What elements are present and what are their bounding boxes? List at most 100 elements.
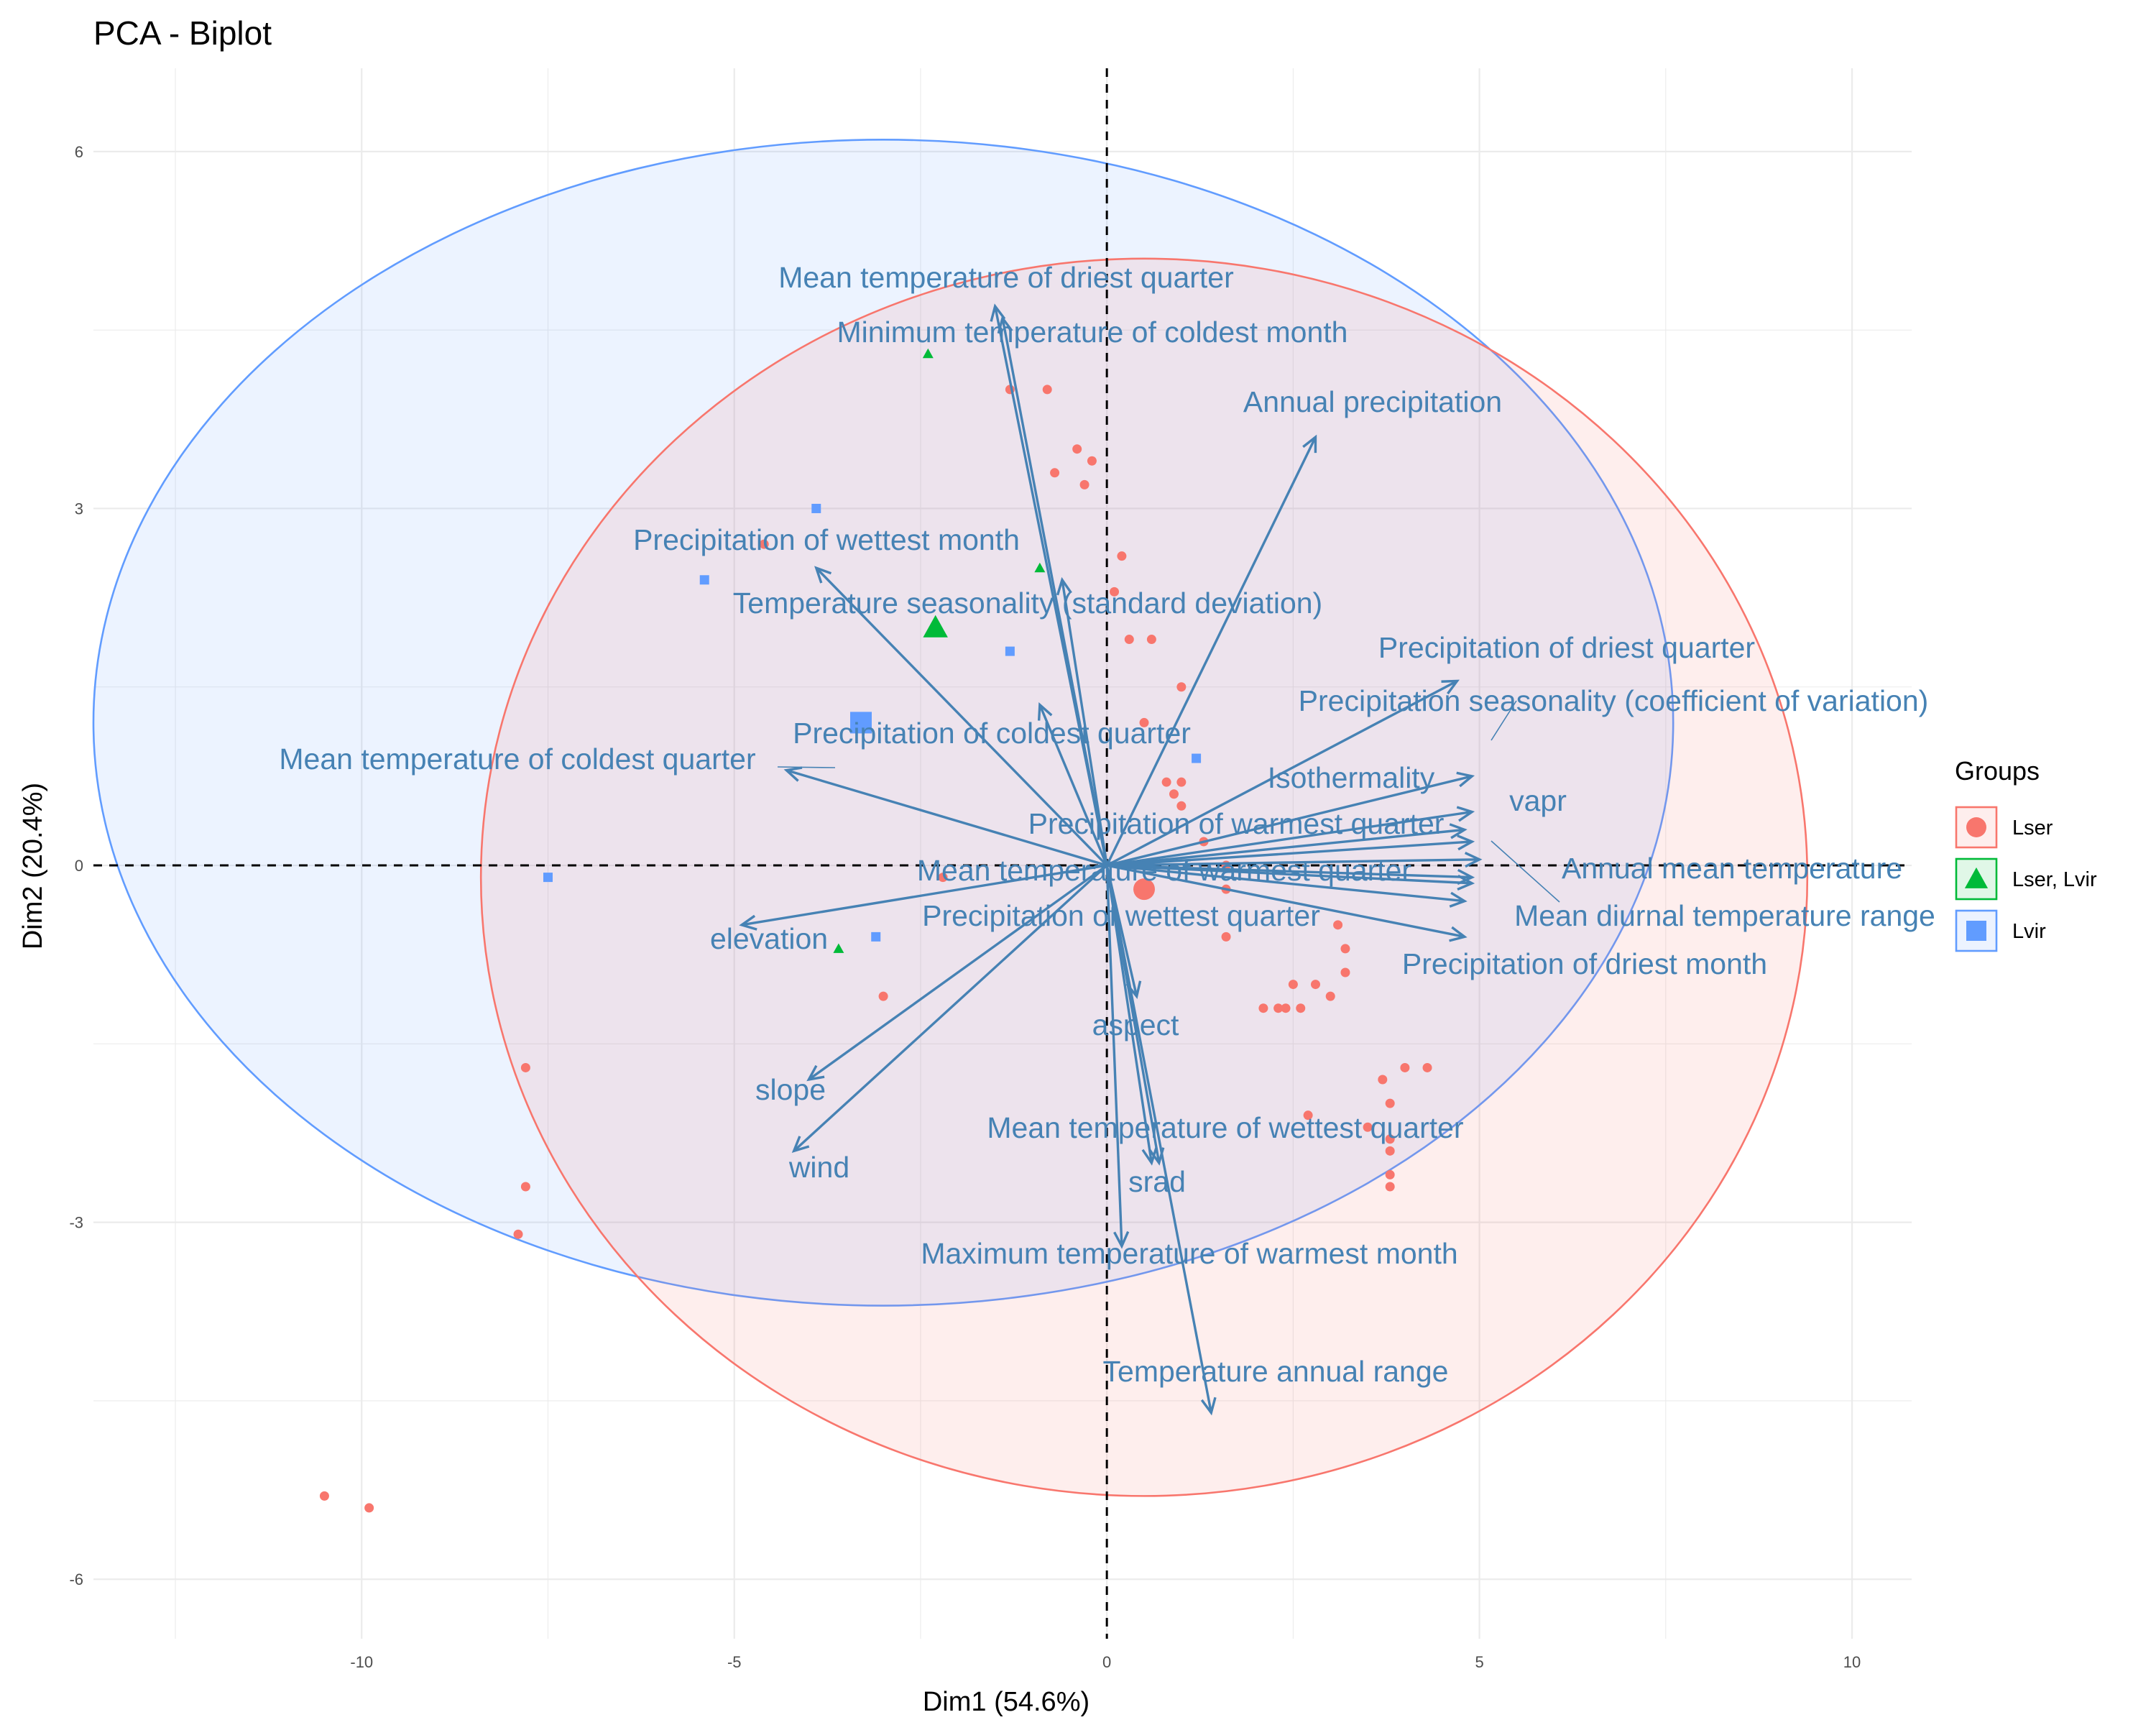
data-point xyxy=(364,1503,374,1513)
group-centroid xyxy=(923,615,948,638)
group-centroid xyxy=(1133,878,1156,901)
data-point xyxy=(1296,1003,1306,1013)
variable-label: Precipitation of driest month xyxy=(1402,947,1767,980)
data-point xyxy=(1303,1110,1313,1121)
data-point xyxy=(1221,932,1231,942)
variable-arrow xyxy=(1038,704,1108,866)
data-point xyxy=(1087,456,1097,466)
variable-arrow xyxy=(1106,810,1473,867)
data-point xyxy=(1072,444,1082,454)
legend-key-marker xyxy=(1964,867,1989,888)
data-point xyxy=(1192,753,1202,763)
variable-label: Precipitation of coldest quarter xyxy=(793,717,1191,750)
data-point xyxy=(1325,991,1335,1001)
arrow-head xyxy=(1457,874,1475,891)
data-point xyxy=(833,943,844,953)
data-point xyxy=(1079,479,1089,489)
legend-label: Lser xyxy=(2012,816,2053,840)
y-axis-title: Dim2 (20.4%) xyxy=(18,783,48,949)
data-point xyxy=(811,503,821,513)
data-point xyxy=(319,1491,329,1501)
data-point xyxy=(922,348,934,359)
arrow-head xyxy=(1141,1147,1158,1166)
variable-labels: Mean temperature of driest quarterMinimu… xyxy=(279,261,1935,1388)
group-centroid xyxy=(849,712,872,734)
arrow-head xyxy=(739,914,757,931)
data-point xyxy=(543,873,553,883)
data-point xyxy=(1124,635,1134,645)
data-point xyxy=(871,932,881,942)
arrow-head xyxy=(1441,679,1460,695)
arrow-head xyxy=(1200,1397,1217,1416)
x-tick-label: 0 xyxy=(1102,1653,1111,1671)
y-tick-label: 0 xyxy=(75,857,83,875)
data-point xyxy=(1005,646,1015,656)
legend-label: Lser, Lvir xyxy=(2012,868,2097,891)
data-point xyxy=(1117,551,1127,561)
data-point xyxy=(520,1182,530,1192)
variable-label: Temperature seasonality (standard deviat… xyxy=(733,586,1322,620)
variable-label: aspect xyxy=(1092,1008,1179,1041)
label-leader-line xyxy=(1491,840,1560,903)
variable-arrow xyxy=(1107,858,1480,867)
variable-label: elevation xyxy=(710,922,828,955)
variable-arrow xyxy=(786,768,1107,867)
y-tick-label: 3 xyxy=(75,500,83,518)
data-point xyxy=(1288,980,1298,990)
arrow-head xyxy=(1113,1230,1130,1249)
arrow-head xyxy=(1302,434,1317,454)
legend-label: Lvir xyxy=(2012,920,2046,943)
arrow-head xyxy=(1456,771,1475,788)
variable-label: Precipitation of warmest quarter xyxy=(1028,807,1445,840)
data-point xyxy=(1258,1003,1268,1013)
x-tick-label: -10 xyxy=(350,1653,373,1671)
variable-label: Maximum temperature of warmest month xyxy=(921,1237,1457,1270)
variable-label: Annual precipitation xyxy=(1243,385,1502,418)
arrow-head xyxy=(814,566,832,584)
x-axis-title: Dim1 (54.6%) xyxy=(923,1687,1089,1717)
variable-arrow xyxy=(1107,840,1473,867)
data-point xyxy=(1169,789,1179,799)
label-leader-line xyxy=(1491,700,1517,741)
variable-label: Minimum temperature of coldest month xyxy=(837,316,1348,349)
arrow-head xyxy=(1037,702,1053,721)
data-point xyxy=(1378,1075,1388,1085)
variable-label: Precipitation of wettest quarter xyxy=(922,899,1320,932)
y-tick-label: -6 xyxy=(69,1570,83,1588)
variable-label: Annual mean temperature xyxy=(1562,852,1902,885)
variable-arrow xyxy=(1106,864,1465,939)
variable-label: Mean temperature of coldest quarter xyxy=(279,742,755,776)
data-point xyxy=(1310,980,1320,990)
variable-arrow xyxy=(1106,828,1465,867)
data-point xyxy=(520,1062,530,1072)
data-point xyxy=(1385,1169,1395,1179)
data-point xyxy=(938,873,948,883)
variable-label: Precipitation of wettest month xyxy=(633,523,1020,556)
variable-label: Temperature annual range xyxy=(1103,1355,1449,1388)
confidence-ellipses xyxy=(92,139,1809,1497)
data-point xyxy=(1050,468,1060,478)
variable-arrow xyxy=(1061,579,1108,866)
legend-key-marker xyxy=(1966,817,1986,837)
data-point xyxy=(1146,635,1156,645)
variable-arrow xyxy=(1001,318,1108,866)
individual-points xyxy=(319,348,1432,1513)
variable-arrow xyxy=(808,864,1108,1081)
data-point xyxy=(1176,777,1187,787)
variable-label: Mean diurnal temperature range xyxy=(1514,899,1935,932)
data-point xyxy=(1110,586,1120,597)
x-tick-label: -5 xyxy=(727,1653,742,1671)
data-point xyxy=(1273,1003,1284,1013)
x-tick-label: 5 xyxy=(1475,1653,1483,1671)
data-point xyxy=(1422,1062,1432,1072)
data-point xyxy=(1176,682,1187,692)
variable-arrows xyxy=(739,303,1483,1416)
variable-label: Isothermality xyxy=(1268,761,1435,794)
variable-arrow xyxy=(1105,436,1317,866)
variable-label: vapr xyxy=(1509,784,1567,817)
variable-arrow xyxy=(1106,679,1458,867)
variable-arrow xyxy=(1105,865,1153,1164)
variable-arrow xyxy=(741,864,1107,926)
variable-label: Mean temperature of wettest quarter xyxy=(987,1111,1463,1144)
